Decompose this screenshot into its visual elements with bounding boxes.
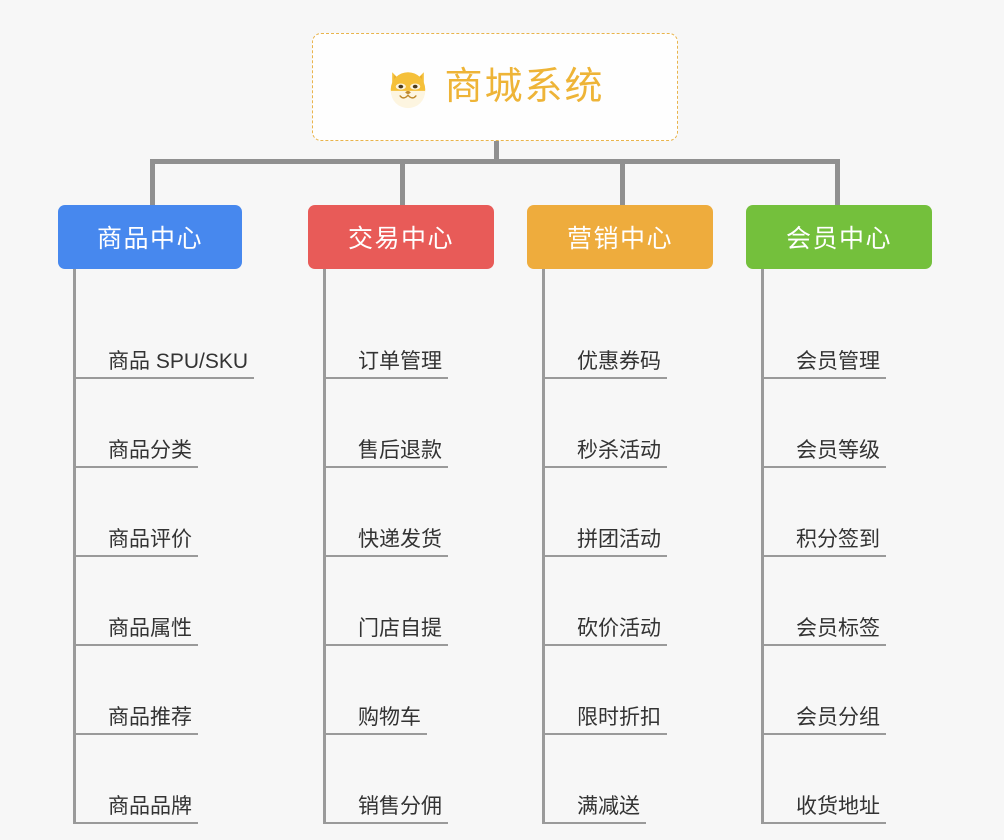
leaf-underline: [76, 377, 254, 379]
leaf-underline: [545, 644, 667, 646]
list-item-label: 购物车: [358, 705, 421, 729]
list-item[interactable]: 商品 SPU/SKU: [76, 290, 288, 379]
list-item[interactable]: 积分签到: [764, 468, 976, 557]
leaf-underline: [545, 466, 667, 468]
list-item-label: 销售分佣: [358, 794, 442, 818]
leaf-underline: [76, 555, 198, 557]
list-item-label: 商品分类: [108, 438, 192, 462]
leaf-underline: [764, 555, 886, 557]
list-item[interactable]: 优惠券码: [545, 290, 757, 379]
leaf-underline: [76, 822, 198, 824]
leaf-underline: [764, 644, 886, 646]
root-title: 商城系统: [444, 66, 605, 108]
list-item[interactable]: 满减送: [545, 735, 757, 824]
list-item-label: 收货地址: [796, 794, 880, 818]
list-item[interactable]: 售后退款: [326, 379, 538, 468]
list-item[interactable]: 收货地址: [764, 735, 976, 824]
leaf-underline: [326, 822, 448, 824]
list-item[interactable]: 拼团活动: [545, 468, 757, 557]
branch-header-member[interactable]: 会员中心: [746, 205, 932, 269]
list-item-label: 售后退款: [358, 438, 442, 462]
list-item-label: 会员管理: [796, 349, 880, 373]
list-item-label: 优惠券码: [577, 349, 661, 373]
list-item[interactable]: 订单管理: [326, 290, 538, 379]
leaf-underline: [326, 555, 448, 557]
branch-header-label: 商品中心: [96, 225, 203, 253]
connector-drop-1: [150, 159, 155, 207]
list-item[interactable]: 销售分佣: [326, 735, 538, 824]
list-item[interactable]: 会员等级: [764, 379, 976, 468]
list-item-label: 拼团活动: [577, 527, 661, 551]
list-item-label: 限时折扣: [577, 705, 661, 729]
leaf-underline: [545, 555, 667, 557]
leaf-list-trade: 订单管理 售后退款 快递发货 门店自提 购物车 销售分佣: [323, 269, 538, 824]
connector-drop-2: [400, 159, 405, 207]
list-item-label: 砍价活动: [577, 616, 661, 640]
list-item[interactable]: 限时折扣: [545, 646, 757, 735]
list-item[interactable]: 会员标签: [764, 557, 976, 646]
list-item-label: 商品属性: [108, 616, 192, 640]
leaf-underline: [764, 822, 886, 824]
list-item-label: 商品评价: [108, 527, 192, 551]
branch-column-product: 商品中心 商品 SPU/SKU 商品分类 商品评价 商品属性 商品推荐: [58, 205, 288, 824]
list-item[interactable]: 门店自提: [326, 557, 538, 646]
leaf-underline: [326, 733, 427, 735]
list-item-label: 积分签到: [796, 527, 880, 551]
leaf-list-member: 会员管理 会员等级 积分签到 会员标签 会员分组 收货地址: [761, 269, 976, 824]
list-item-label: 会员分组: [796, 705, 880, 729]
list-item[interactable]: 商品评价: [76, 468, 288, 557]
branch-header-product[interactable]: 商品中心: [58, 205, 242, 269]
list-item-label: 商品 SPU/SKU: [108, 349, 249, 373]
leaf-list-marketing: 优惠券码 秒杀活动 拼团活动 砍价活动 限时折扣 满减送: [542, 269, 757, 824]
leaf-underline: [764, 466, 886, 468]
list-item-label: 秒杀活动: [577, 438, 661, 462]
list-item[interactable]: 商品品牌: [76, 735, 288, 824]
list-item[interactable]: 秒杀活动: [545, 379, 757, 468]
list-item[interactable]: 商品属性: [76, 557, 288, 646]
list-item[interactable]: 商品推荐: [76, 646, 288, 735]
list-item-label: 会员等级: [796, 438, 880, 462]
leaf-underline: [545, 822, 646, 824]
branch-header-trade[interactable]: 交易中心: [308, 205, 494, 269]
list-item-label: 会员标签: [796, 616, 880, 640]
leaf-underline: [326, 377, 448, 379]
list-item[interactable]: 购物车: [326, 646, 538, 735]
branch-column-trade: 交易中心 订单管理 售后退款 快递发货 门店自提 购物车: [308, 205, 538, 824]
leaf-underline: [545, 377, 667, 379]
list-item[interactable]: 商品分类: [76, 379, 288, 468]
leaf-underline: [545, 733, 667, 735]
shiba-inu-dog-face-icon: [385, 65, 431, 111]
list-item-label: 门店自提: [358, 616, 442, 640]
list-item[interactable]: 会员分组: [764, 646, 976, 735]
branch-column-marketing: 营销中心 优惠券码 秒杀活动 拼团活动 砍价活动 限时折扣: [527, 205, 757, 824]
leaf-underline: [326, 644, 448, 646]
leaf-underline: [326, 466, 448, 468]
branch-header-marketing[interactable]: 营销中心: [527, 205, 713, 269]
branch-header-label: 交易中心: [347, 225, 454, 253]
list-item-label: 快递发货: [358, 527, 442, 551]
list-item[interactable]: 砍价活动: [545, 557, 757, 646]
connector-drop-4: [835, 159, 840, 207]
list-item[interactable]: 会员管理: [764, 290, 976, 379]
branch-header-label: 营销中心: [566, 225, 673, 253]
leaf-list-product: 商品 SPU/SKU 商品分类 商品评价 商品属性 商品推荐 商品品牌: [73, 269, 288, 824]
list-item[interactable]: 快递发货: [326, 468, 538, 557]
list-item-label: 商品推荐: [108, 705, 192, 729]
leaf-underline: [764, 377, 886, 379]
root-node-mall-system[interactable]: 商城系统: [312, 33, 678, 141]
connector-drop-3: [620, 159, 625, 207]
leaf-underline: [76, 466, 198, 468]
leaf-underline: [76, 733, 198, 735]
leaf-underline: [76, 644, 198, 646]
leaf-underline: [764, 733, 886, 735]
list-item-label: 商品品牌: [108, 794, 192, 818]
branch-header-label: 会员中心: [785, 225, 892, 253]
connector-stem: [494, 141, 499, 163]
list-item-label: 订单管理: [358, 349, 442, 373]
branch-column-member: 会员中心 会员管理 会员等级 积分签到 会员标签 会员分组: [746, 205, 976, 824]
connector-bus: [150, 159, 840, 164]
list-item-label: 满减送: [577, 794, 640, 818]
